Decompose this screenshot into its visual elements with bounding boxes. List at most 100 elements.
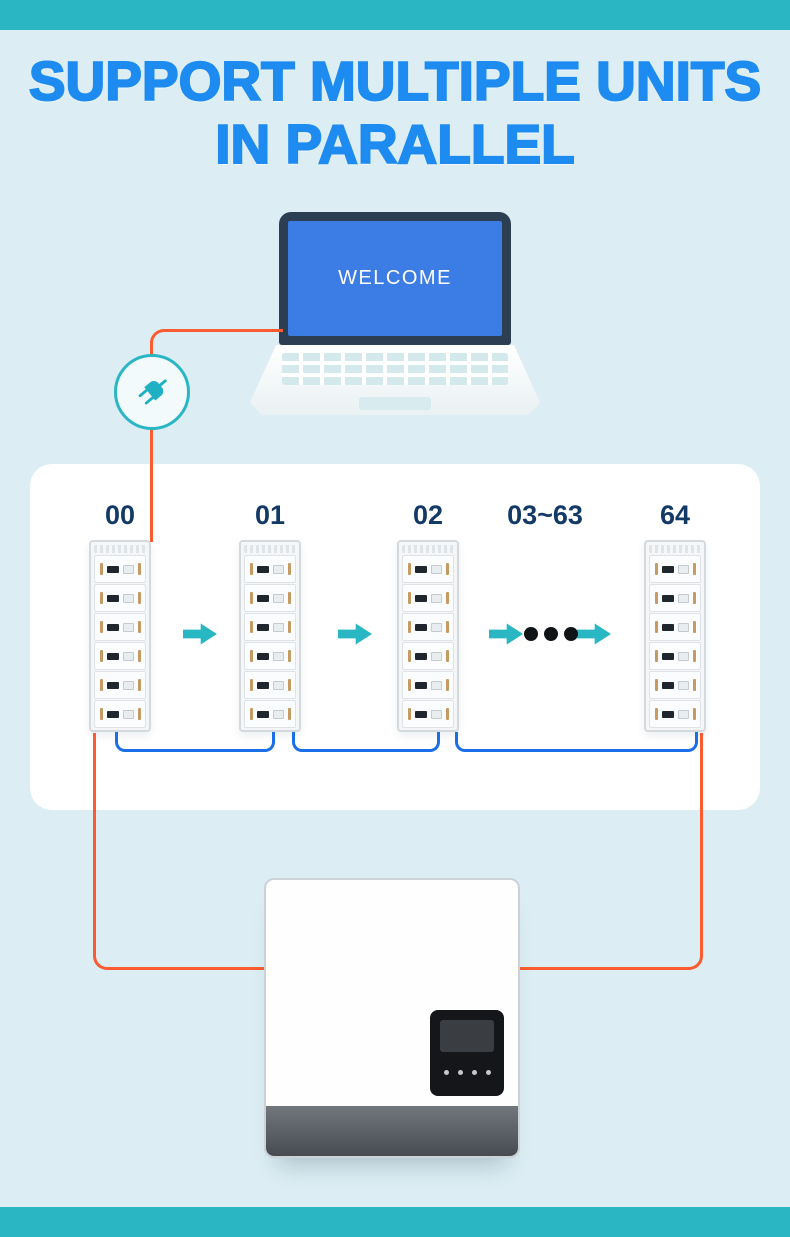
battery-unit-02 (397, 540, 459, 732)
module-handle (137, 592, 141, 604)
module-display (414, 594, 427, 602)
module-vent (122, 622, 134, 632)
module-handle (654, 708, 658, 720)
module-display (256, 565, 269, 573)
wire-laptop-to-unit (150, 329, 283, 542)
module-handle (287, 650, 291, 662)
module-vent (677, 680, 689, 690)
module-vent (122, 564, 134, 574)
module-handle (287, 563, 291, 575)
laptop-keyboard (250, 345, 540, 415)
module-handle (407, 592, 411, 604)
page-title-line1: SUPPORT MULTIPLE UNITS (28, 49, 762, 113)
battery-module (402, 700, 454, 728)
battery-module (649, 671, 701, 699)
module-handle (445, 650, 449, 662)
module-handle (137, 650, 141, 662)
plug-icon (138, 379, 167, 405)
module-handle (249, 563, 253, 575)
module-vent (122, 709, 134, 719)
page-title-line2: IN PARALLEL (214, 112, 576, 176)
module-vent (430, 680, 442, 690)
module-handle (249, 621, 253, 633)
battery-module (94, 700, 146, 728)
bottom-accent-bar (0, 1207, 790, 1237)
module-display (256, 681, 269, 689)
module-display (256, 594, 269, 602)
inverter-button-dot (443, 1070, 449, 1075)
cabinet-vent (244, 545, 296, 553)
unit-label-02: 02 (412, 500, 444, 530)
module-handle (445, 563, 449, 575)
module-display (106, 565, 119, 573)
battery-module (244, 613, 296, 641)
module-handle (99, 592, 103, 604)
inverter-base (266, 1106, 518, 1156)
module-handle (137, 679, 141, 691)
laptop-screen-content: WELCOME (288, 221, 502, 336)
module-display (106, 652, 119, 660)
module-handle (654, 563, 658, 575)
module-handle (445, 708, 449, 720)
module-vent (677, 709, 689, 719)
module-handle (692, 650, 696, 662)
module-handle (407, 621, 411, 633)
laptop-keys (282, 353, 508, 385)
module-handle (287, 621, 291, 633)
battery-module (94, 671, 146, 699)
module-handle (445, 679, 449, 691)
module-display (661, 623, 674, 631)
dot (524, 627, 538, 641)
battery-module (94, 584, 146, 612)
inverter (264, 878, 520, 1158)
module-display (106, 710, 119, 718)
ellipsis-dots (524, 627, 578, 641)
battery-modules (402, 555, 454, 728)
module-handle (407, 708, 411, 720)
inverter-button-dot (471, 1070, 477, 1075)
module-handle (249, 650, 253, 662)
battery-modules (649, 555, 701, 728)
module-handle (99, 708, 103, 720)
battery-module (649, 642, 701, 670)
module-display (661, 652, 674, 660)
module-handle (654, 650, 658, 662)
module-handle (99, 650, 103, 662)
module-vent (677, 622, 689, 632)
module-handle (287, 708, 291, 720)
battery-unit-64 (644, 540, 706, 732)
battery-module (244, 642, 296, 670)
dot (564, 627, 578, 641)
laptop-screen: WELCOME (279, 212, 511, 345)
plug-badge (114, 354, 190, 430)
module-vent (272, 622, 284, 632)
module-handle (407, 679, 411, 691)
battery-module (244, 584, 296, 612)
battery-module (402, 555, 454, 583)
cabinet-vent (649, 545, 701, 553)
module-handle (249, 679, 253, 691)
battery-module (244, 700, 296, 728)
module-handle (692, 621, 696, 633)
module-display (414, 652, 427, 660)
module-vent (122, 651, 134, 661)
unit-label-range: 03~63 (507, 500, 583, 530)
battery-module (94, 555, 146, 583)
module-handle (654, 679, 658, 691)
battery-modules (244, 555, 296, 728)
module-handle (99, 563, 103, 575)
module-handle (287, 592, 291, 604)
battery-module (402, 642, 454, 670)
module-vent (122, 593, 134, 603)
module-handle (654, 621, 658, 633)
module-display (106, 681, 119, 689)
module-display (414, 565, 427, 573)
module-vent (272, 680, 284, 690)
module-vent (430, 564, 442, 574)
module-handle (692, 708, 696, 720)
battery-module (649, 700, 701, 728)
module-vent (272, 564, 284, 574)
module-vent (677, 564, 689, 574)
module-handle (99, 621, 103, 633)
